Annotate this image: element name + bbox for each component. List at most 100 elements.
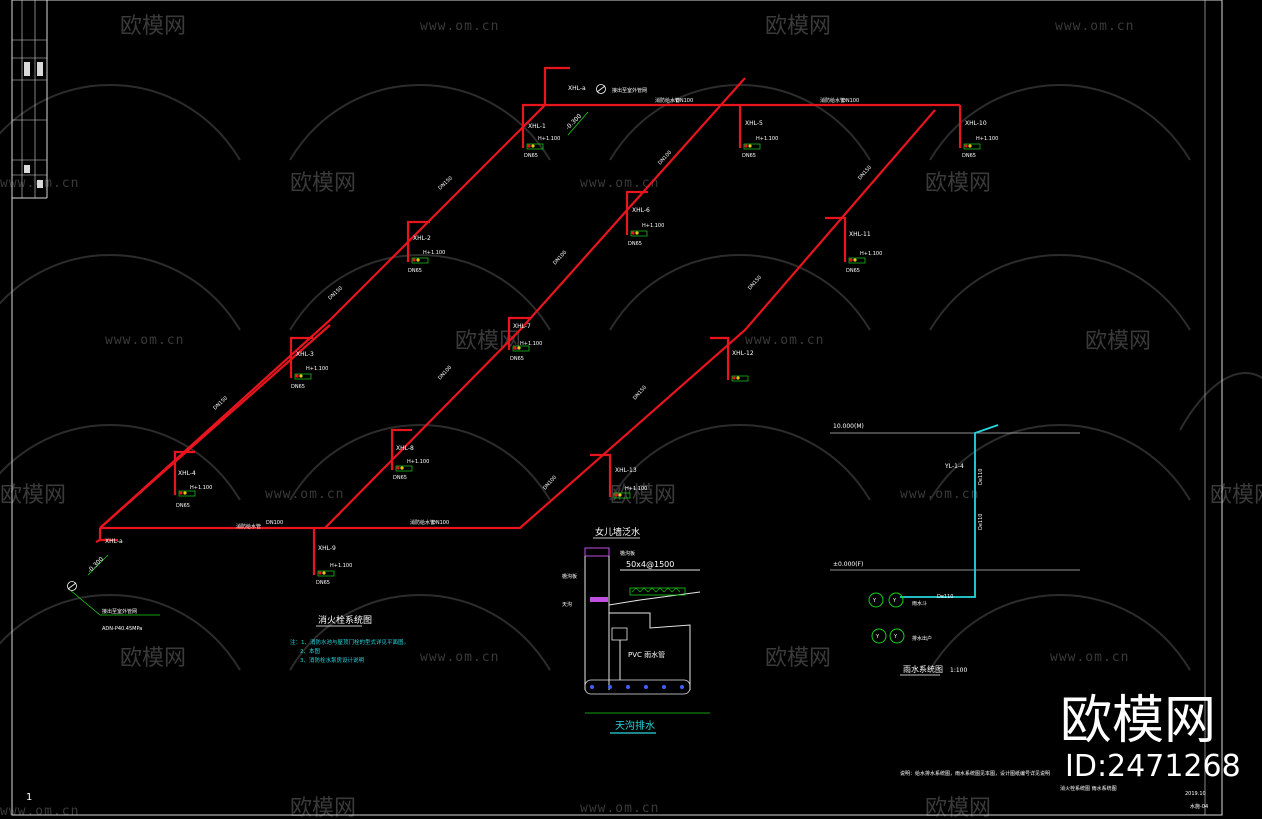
pvc-label: PVC 雨水管 (628, 650, 665, 659)
watermark-url: www.om.cn (420, 19, 499, 34)
svg-text:XHL-11: XHL-11 (849, 231, 871, 238)
svg-text:DN150: DN150 (857, 165, 873, 182)
pipe-inlet-bottom (95, 528, 102, 543)
svg-text:DN65: DN65 (628, 241, 642, 247)
svg-text:DN65: DN65 (510, 356, 524, 362)
watermark-brand: 欧模网 (0, 483, 66, 508)
svg-text:天沟: 天沟 (562, 601, 572, 608)
svg-text:Y: Y (875, 634, 880, 640)
watermark-url: www.om.cn (105, 333, 184, 348)
pipe-left-riser-diagonal (99, 103, 600, 529)
svg-text:XHL-6: XHL-6 (632, 207, 650, 214)
watermark-url: www.om.cn (265, 487, 344, 502)
svg-text:XHL-3: XHL-3 (296, 351, 314, 358)
svg-text:1:100: 1:100 (950, 667, 967, 674)
svg-text:H+1.100: H+1.100 (642, 223, 664, 229)
watermark-url: www.om.cn (420, 650, 499, 665)
svg-text:DN150: DN150 (747, 275, 763, 292)
svg-text:DN100: DN100 (657, 150, 673, 167)
svg-text:XHL-5: XHL-5 (745, 120, 763, 127)
svg-text:DN100: DN100 (842, 98, 859, 104)
svg-text:H+1.100: H+1.100 (520, 341, 542, 347)
branch-xhl-8: XHL-8 H+1.100 DN65 (390, 428, 429, 481)
drawing-frame: 1 (11, 0, 1223, 816)
svg-text:DN100: DN100 (266, 520, 283, 526)
branch-xhl-5: XHL-5 H+1.100 DN65 (738, 105, 778, 159)
page-number: 1 (26, 792, 32, 803)
svg-text:H+1.100: H+1.100 (423, 250, 445, 256)
svg-text:H+1.100: H+1.100 (538, 136, 560, 142)
fire-note-3: 3、消防栓水泵房设计说明 (300, 656, 365, 664)
svg-text:檐沟板: 檐沟板 (620, 550, 635, 557)
pipe-inlet-top (543, 66, 570, 105)
svg-text:H+1.100: H+1.100 (330, 563, 352, 569)
fire-note-2: 2、本图 (300, 647, 320, 655)
svg-text:H+1.100: H+1.100 (407, 459, 429, 465)
branch-xhl-13: XHL-13 H+1.100 (590, 453, 647, 497)
svg-text:DN65: DN65 (846, 268, 860, 274)
svg-text:XHL-13: XHL-13 (615, 467, 637, 474)
watermark-url: www.om.cn (1055, 19, 1134, 34)
watermark-brand: 欧模网 (290, 171, 356, 196)
svg-text:De110: De110 (978, 514, 984, 530)
watermark-brand: 欧模网 (925, 796, 991, 819)
branch-xhl-3: XHL-3 H+1.100 DN65 (289, 336, 328, 390)
svg-text:±0.000(F): ±0.000(F) (833, 561, 863, 568)
watermark-brand: 欧模网 (925, 171, 991, 196)
detail-title: 女儿墙泛水 (595, 526, 640, 538)
pipe-main-right-loop (100, 109, 936, 530)
fire-hydrant-system: XHL-1 H+1.100 DN65 XHL-2 H+1.100 DN65 XH… (67, 66, 998, 664)
svg-text:檐沟板: 檐沟板 (562, 573, 577, 580)
svg-text:Y: Y (872, 598, 877, 604)
svg-text:说明：给水排水系统图，雨水系统图见本图，设计图纸编号详见说明: 说明：给水排水系统图，雨水系统图见本图，设计图纸编号详见说明 (900, 770, 1050, 777)
watermark-url: www.om.cn (580, 801, 659, 816)
svg-text:DN100: DN100 (542, 475, 558, 492)
branch-xhl-1: XHL-1 H+1.100 DN65 (521, 103, 560, 159)
svg-text:XHL-1: XHL-1 (528, 123, 546, 130)
rainwater-system: 10.000(M) ±0.000(F) YL-1-4 De110 De110 D… (830, 423, 1080, 676)
svg-text:水施-04: 水施-04 (1190, 803, 1208, 810)
svg-text:DN65: DN65 (742, 153, 756, 159)
pipe-middle-diagonal (324, 77, 746, 529)
watermark-brand: 欧模网 (120, 646, 186, 671)
watermark-brand: 欧模网 (455, 329, 521, 354)
branch-xhl-11: XHL-11 H+1.100 DN65 (825, 216, 882, 274)
svg-text:Y: Y (893, 634, 898, 640)
svg-text:接出至室外管网: 接出至室外管网 (612, 87, 647, 94)
watermark-brand: 欧模网 (1085, 329, 1151, 354)
svg-text:XHL-2: XHL-2 (413, 235, 431, 242)
svg-text:DN150: DN150 (212, 395, 229, 411)
branch-xhl-4: XHL-4 H+1.100 DN65 (173, 450, 212, 509)
branch-xhl-12: XHL-12 (710, 336, 754, 380)
svg-text:2019.10: 2019.10 (1185, 791, 1206, 797)
svg-text:DN65: DN65 (316, 580, 330, 586)
svg-text:DN65: DN65 (408, 268, 422, 274)
svg-text:DN150: DN150 (327, 285, 344, 301)
gutter-detail: 女儿墙泛水 檐沟板 50x4@1500 PVC 雨水管 檐沟板 天沟 天沟排水 (562, 526, 710, 734)
svg-text:消火栓系统图 雨水系统图: 消火栓系统图 雨水系统图 (1060, 785, 1117, 792)
rain-system-title: 雨水系统图 (903, 664, 943, 674)
rain-riser-pipe (900, 424, 999, 598)
svg-text:DN65: DN65 (291, 384, 305, 390)
svg-text:ADN-P40.45MPa: ADN-P40.45MPa (102, 626, 142, 632)
svg-text:排水出户: 排水出户 (912, 635, 932, 642)
svg-text:DN100: DN100 (437, 365, 453, 382)
brand-logo-text: 欧模网 (1060, 691, 1216, 751)
svg-text:DN100: DN100 (432, 520, 449, 526)
svg-text:H+1.100: H+1.100 (756, 136, 778, 142)
svg-text:消防给水管: 消防给水管 (410, 519, 435, 526)
watermark-brand: 欧模网 (290, 796, 356, 819)
svg-text:DN150: DN150 (632, 385, 648, 402)
svg-text:XHL-8: XHL-8 (396, 445, 414, 452)
svg-text:消防给水管: 消防给水管 (236, 523, 261, 530)
svg-text:DN65: DN65 (393, 475, 407, 481)
svg-text:DN100: DN100 (676, 98, 693, 104)
svg-text:XHL-9: XHL-9 (318, 545, 336, 552)
watermark-brand: 欧模网 (765, 646, 831, 671)
pipe-size-labels: 消防给水管 DN100 消防给水管 DN100 消防给水管 DN100 消防给水… (212, 97, 873, 530)
brand-id: ID:2471268 (1065, 749, 1241, 784)
svg-text:DN65: DN65 (962, 153, 976, 159)
hydrant-symbols (178, 143, 981, 577)
svg-text:雨水斗: 雨水斗 (912, 600, 927, 607)
